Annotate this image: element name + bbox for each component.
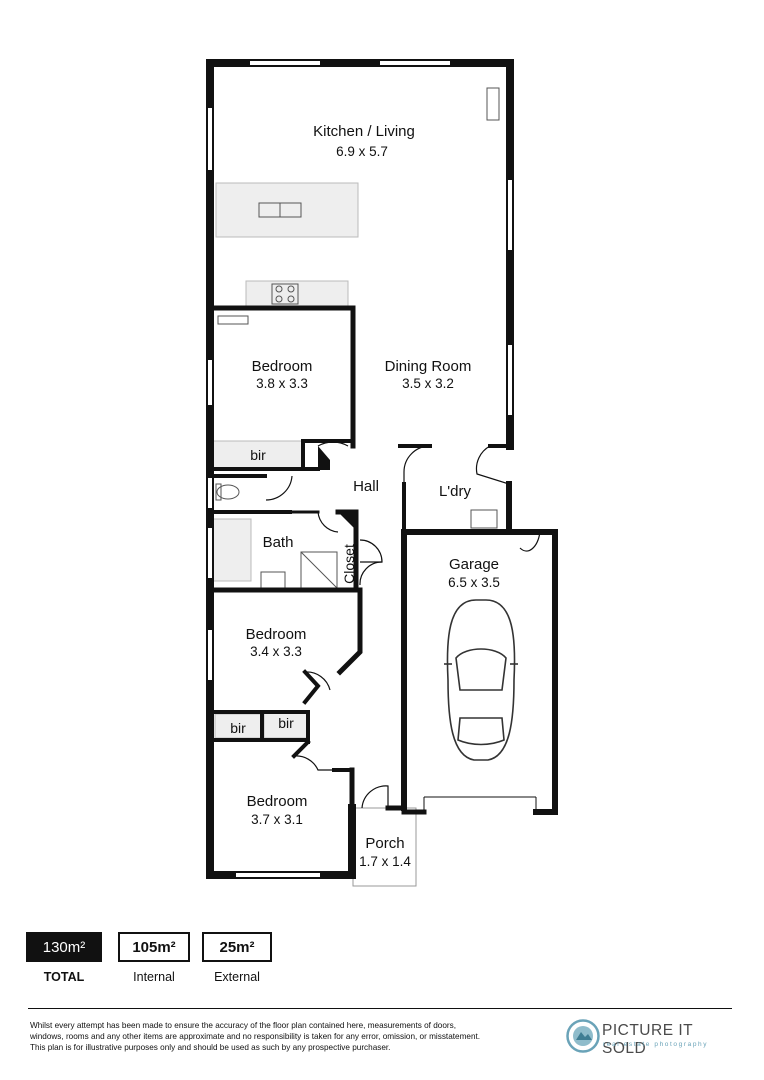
floor-plan: Kitchen / Living 6.9 x 5.7 Bedroom 3.8 x… [206, 59, 558, 887]
total-area-badge: 130m² [26, 932, 102, 962]
disclaimer-line: This plan is for illustrative purposes o… [30, 1043, 391, 1052]
label-laundry: L'dry [439, 483, 472, 500]
kitchen-island [215, 182, 359, 238]
external-area-value: 25m² [219, 938, 255, 956]
external-area-caption: External [214, 970, 260, 984]
dims-bedroom-3: 3.7 x 3.1 [251, 812, 303, 827]
brand-tagline: real estate photography [603, 1041, 709, 1048]
bedroom-heater [217, 315, 249, 325]
dims-porch: 1.7 x 1.4 [359, 854, 411, 869]
footer-divider [28, 1008, 732, 1009]
laundry-tub [470, 509, 498, 529]
kitchen-bench [245, 280, 349, 308]
doors [265, 441, 555, 809]
dims-garage: 6.5 x 3.5 [448, 575, 500, 590]
external-area-badge: 25m² [202, 932, 272, 962]
dims-dining-room: 3.5 x 3.2 [402, 376, 454, 391]
total-area-caption: TOTAL [43, 970, 85, 984]
internal-area-value: 105m² [132, 938, 176, 956]
dims-bedroom-1: 3.8 x 3.3 [256, 376, 308, 391]
porch-slab [352, 807, 417, 887]
car-icon [444, 599, 518, 761]
bir-closet-1 [212, 440, 304, 470]
window-frames [206, 59, 537, 879]
dims-bedroom-2: 3.4 x 3.3 [250, 644, 302, 659]
bath-sink [260, 571, 286, 589]
disclaimer: Whilst every attempt has been made to en… [30, 1020, 550, 1053]
label-dining-room: Dining Room [385, 358, 472, 375]
label-bedroom-2: Bedroom [246, 626, 307, 643]
label-bir-1: bir [250, 447, 266, 463]
label-kitchen-living: Kitchen / Living [313, 123, 415, 140]
fixtures [212, 182, 417, 887]
closet-door-wedge [318, 446, 330, 470]
label-bedroom-3: Bedroom [247, 793, 308, 810]
bath-tub [212, 518, 252, 582]
heater-vent [486, 87, 500, 121]
toilet [216, 484, 240, 500]
brand-logo: PICTURE IT SOLD real estate photography [566, 1016, 736, 1057]
windows [208, 61, 512, 877]
bir-closet-2 [214, 713, 262, 739]
label-bir-3: bir [278, 715, 294, 731]
label-hall: Hall [353, 478, 379, 495]
label-bedroom-1: Bedroom [252, 358, 313, 375]
label-garage: Garage [449, 556, 499, 573]
label-bath: Bath [263, 534, 294, 551]
label-porch: Porch [365, 835, 404, 852]
dims-kitchen-living: 6.9 x 5.7 [336, 144, 388, 159]
internal-area-badge: 105m² [118, 932, 190, 962]
camera-lens-icon [566, 1019, 600, 1053]
total-area-value: 130m² [42, 938, 86, 956]
closet-corner [338, 512, 356, 530]
disclaimer-line: windows, rooms and any other items are a… [30, 1032, 481, 1041]
disclaimer-line: Whilst every attempt has been made to en… [30, 1021, 456, 1030]
label-closet: Closet [341, 544, 357, 584]
label-bir-2: bir [230, 720, 246, 736]
brand-name: PICTURE IT SOLD [602, 1022, 693, 1057]
cooktop [271, 283, 299, 305]
internal-area-caption: Internal [133, 970, 175, 984]
